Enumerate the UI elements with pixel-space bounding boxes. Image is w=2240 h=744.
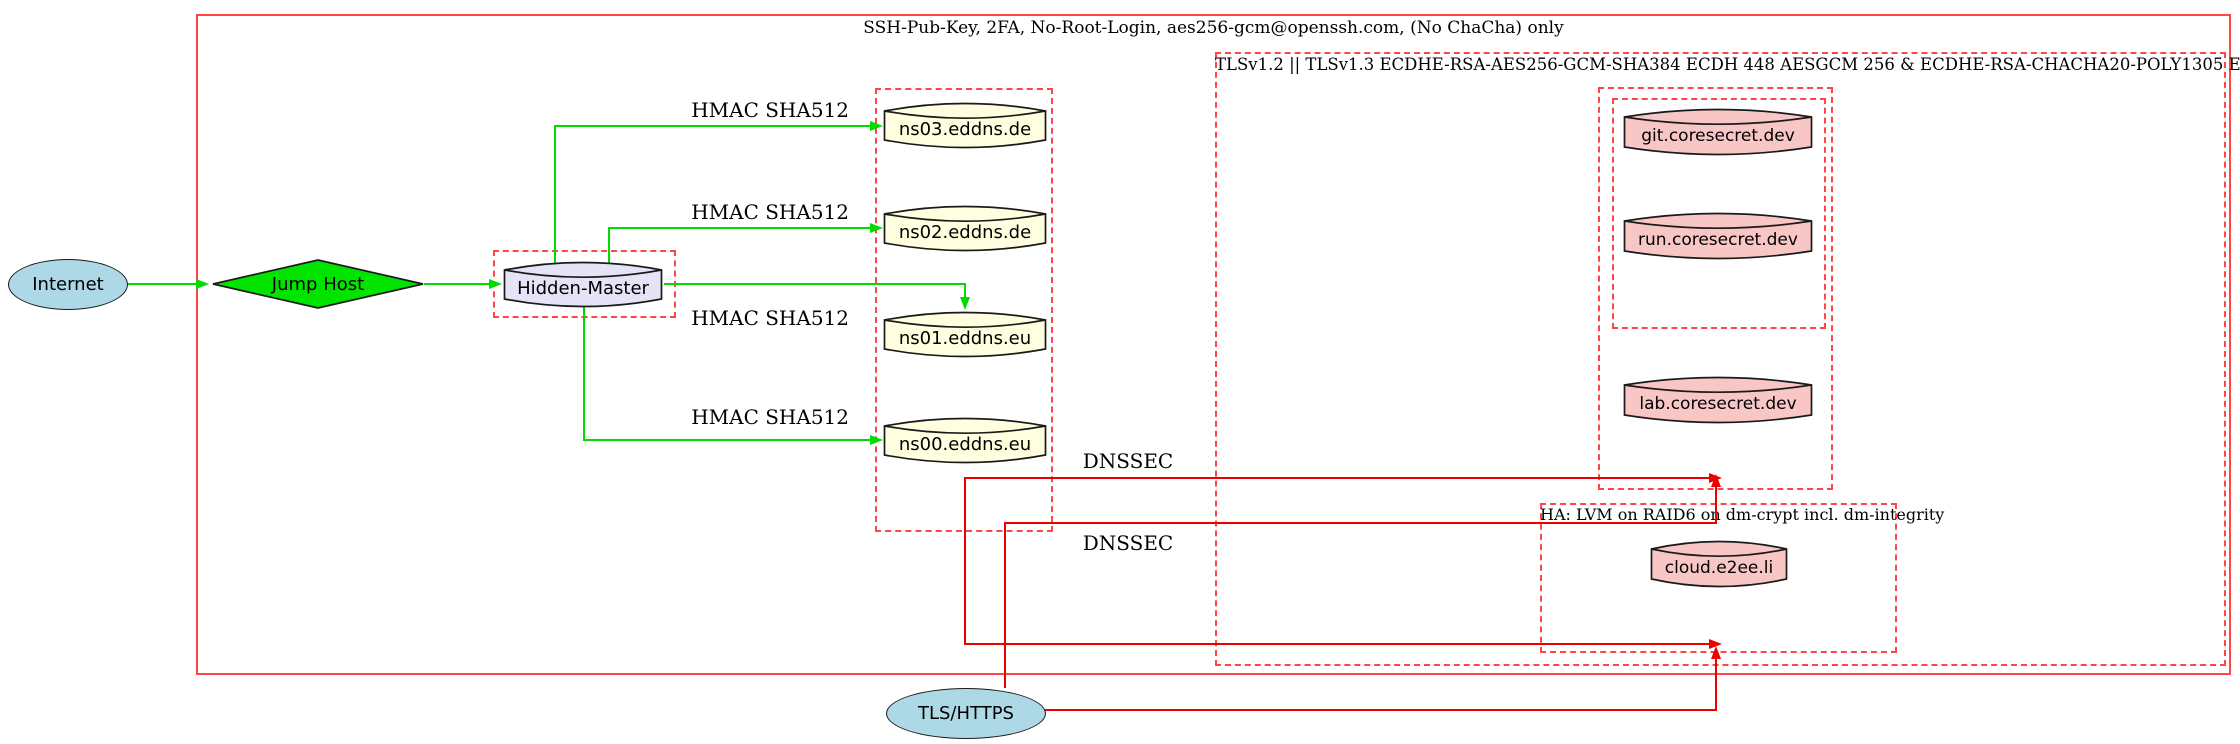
cylinder-shape — [883, 205, 1047, 252]
node-ns00: ns00.eddns.eu — [883, 417, 1047, 464]
edge-label-hmac-3: HMAC SHA512 — [691, 306, 849, 330]
cylinder-shape — [883, 311, 1047, 358]
edge-label-dnssec-2: DNSSEC — [1082, 531, 1174, 555]
cylinder-shape — [1623, 108, 1813, 156]
edge-hm-ns02-v — [608, 228, 610, 263]
arrowhead-ns00 — [870, 435, 883, 445]
edge-label-hmac-1: HMAC SHA512 — [691, 98, 849, 122]
node-ns02-label: ns02.eddns.de — [898, 221, 1032, 243]
node-ns00-label: ns00.eddns.eu — [898, 433, 1032, 455]
edge-hm-ns03-v — [554, 126, 556, 263]
edge-label-dnssec-1: DNSSEC — [1082, 449, 1174, 473]
node-lab-label: lab.coresecret.dev — [1639, 393, 1797, 414]
node-tls-https-label: TLS/HTTPS — [917, 703, 1014, 724]
node-lab-coresecret: lab.coresecret.dev — [1623, 376, 1813, 424]
edge-internet-jumphost — [128, 283, 198, 285]
cylinder-shape — [883, 417, 1047, 464]
edge-tls-coresecret-v2 — [1715, 486, 1717, 524]
arrowhead-tls-ha — [1711, 646, 1721, 659]
cluster-coresecret-inner-box — [1612, 98, 1826, 329]
node-ns03: ns03.eddns.de — [883, 102, 1047, 149]
edge-hm-ns03-h — [554, 125, 872, 127]
node-cloud-e2ee: cloud.e2ee.li — [1650, 540, 1788, 588]
edge-label-hmac-4: HMAC SHA512 — [691, 405, 849, 429]
arrowhead-jumphost — [196, 279, 209, 289]
edge-dnssec-stem — [964, 478, 966, 645]
edge-label-hmac-2: HMAC SHA512 — [691, 200, 849, 224]
node-cloud-label: cloud.e2ee.li — [1664, 557, 1774, 578]
node-tls-https: TLS/HTTPS — [886, 688, 1046, 739]
arrowhead-tls-coresecret — [1711, 474, 1721, 487]
node-ns01: ns01.eddns.eu — [883, 311, 1047, 358]
diamond-shape — [212, 259, 424, 309]
cylinder-shape — [503, 261, 663, 308]
cluster-ssh-hardening-box — [196, 14, 2231, 675]
node-jump-host-label: Jump Host — [271, 273, 365, 295]
node-ns02: ns02.eddns.de — [883, 205, 1047, 252]
edge-dnssec-top-h — [964, 477, 1710, 479]
node-hidden-master: Hidden-Master — [503, 261, 663, 308]
node-hidden-master-label: Hidden-Master — [517, 277, 649, 299]
node-run-label: run.coresecret.dev — [1638, 229, 1798, 250]
edge-hm-ns01-h — [664, 283, 966, 285]
arrowhead-ns03 — [870, 121, 883, 131]
cylinder-shape — [883, 102, 1047, 149]
edge-hm-ns02-h — [608, 227, 872, 229]
cluster-tls-box — [1215, 52, 2226, 666]
edge-hm-ns01-v — [964, 283, 966, 298]
node-run-coresecret: run.coresecret.dev — [1623, 212, 1813, 260]
cylinder-shape — [1623, 376, 1813, 424]
node-internet: Internet — [8, 259, 128, 310]
cluster-tls-label: TLSv1.2 || TLSv1.3 ECDHE-RSA-AES256-GCM-… — [1215, 55, 2240, 74]
cylinder-shape — [1650, 540, 1788, 588]
edge-tls-coresecret-h — [1004, 522, 1717, 524]
node-internet-label: Internet — [32, 274, 104, 295]
node-jump-host: Jump Host — [211, 258, 425, 310]
arrowhead-ns01 — [960, 297, 970, 310]
cylinder-shape — [1623, 212, 1813, 260]
cluster-ha-label: HA: LVM on RAID6 on dm-crypt incl. dm-in… — [1540, 505, 1945, 524]
edge-dnssec-bottom-h — [964, 643, 1710, 645]
arrowhead-ns02 — [870, 223, 883, 233]
edge-jumphost-hiddenmaster — [424, 283, 491, 285]
arrowhead-hiddenmaster — [489, 279, 502, 289]
edge-tls-coresecret-v1 — [1004, 523, 1006, 688]
node-git-label: git.coresecret.dev — [1641, 125, 1795, 146]
cluster-ssh-label: SSH-Pub-Key, 2FA, No-Root-Login, aes256-… — [863, 18, 1564, 38]
node-ns03-label: ns03.eddns.de — [898, 118, 1032, 140]
edge-hm-ns00-h — [583, 439, 872, 441]
cluster-nameservers-box — [875, 88, 1053, 532]
edge-tls-ha-h — [1045, 709, 1717, 711]
edge-tls-ha-v — [1715, 658, 1717, 711]
node-ns01-label: ns01.eddns.eu — [898, 327, 1032, 349]
edge-hm-ns00-v — [583, 305, 585, 441]
arrowhead-dnssec-bottom — [1709, 639, 1722, 649]
node-git-coresecret: git.coresecret.dev — [1623, 108, 1813, 156]
